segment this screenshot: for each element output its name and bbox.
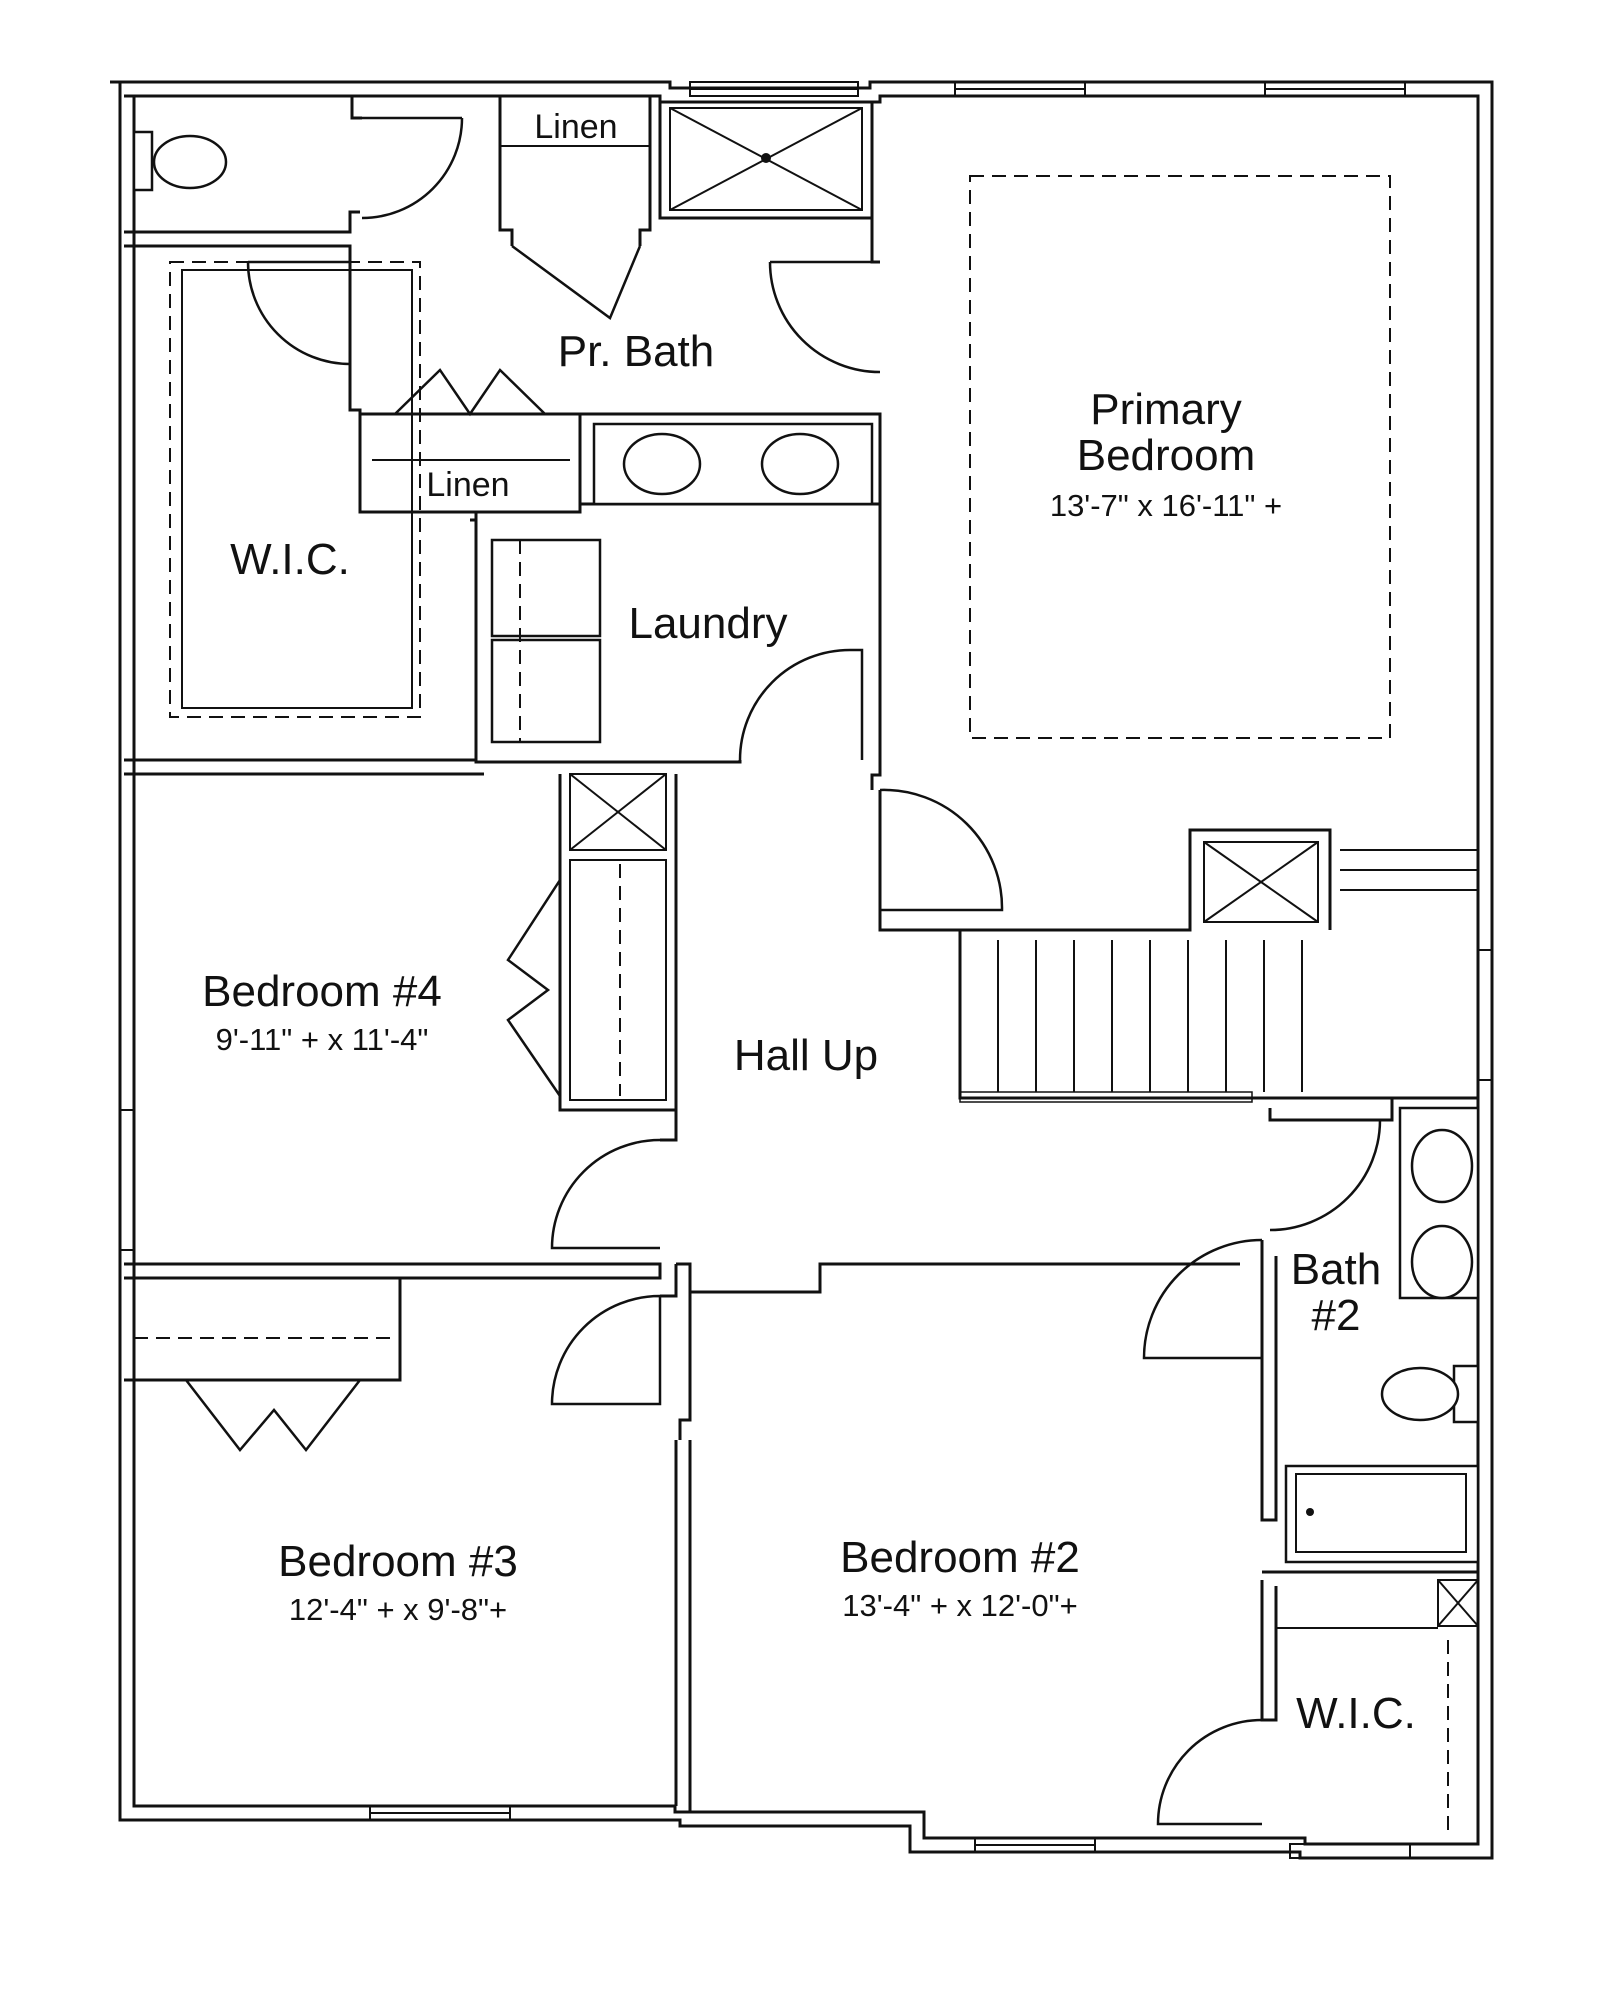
label-linen-top: Linen [534, 108, 617, 146]
bifold-door [185, 1379, 361, 1453]
washer [490, 538, 602, 638]
bathtub [1284, 1464, 1480, 1564]
label-pr-bath: Pr. Bath [558, 327, 715, 376]
linen-top [498, 96, 652, 320]
label-bedroom-2: Bedroom #2 [840, 1533, 1080, 1582]
label-wic-right: W.I.C. [1296, 1689, 1416, 1738]
door-swing [1156, 1718, 1263, 1826]
label-laundry: Laundry [628, 599, 787, 648]
staircase [958, 930, 1478, 1103]
dims-primary-bedroom: 13'-7" x 16'-11" + [1050, 488, 1282, 523]
sink [1410, 1128, 1474, 1204]
label-bath-2-number: #2 [1312, 1291, 1361, 1340]
label-bedroom-4: Bedroom #4 [202, 967, 442, 1016]
toilet-room [124, 96, 464, 262]
door-swing [246, 260, 351, 366]
bedroom-4 [124, 773, 678, 1280]
hall [550, 1262, 1240, 1440]
bifold-door [394, 368, 546, 417]
dryer [490, 638, 602, 744]
door-swing [1269, 1118, 1382, 1232]
wic-left [124, 260, 484, 776]
laundry-room [474, 504, 882, 790]
label-bedroom-3: Bedroom #3 [278, 1537, 518, 1586]
sink [622, 432, 702, 496]
bifold-door [511, 244, 642, 320]
door-swing [550, 1294, 662, 1406]
toilet-tank [132, 130, 154, 192]
label-primary-bedroom-2: Bedroom [1077, 431, 1256, 480]
label-primary-bedroom: Primary [1090, 385, 1242, 434]
primary-bedroom [878, 175, 1478, 932]
toilet-bowl [1380, 1366, 1460, 1422]
room-labels: Linen Pr. Bath Linen W.I.C. Laundry Prim… [202, 108, 1416, 1738]
door-swing [768, 260, 881, 374]
label-bath-2: Bath [1291, 1245, 1382, 1294]
bifold-door [506, 879, 562, 1097]
bath-2 [1142, 1098, 1480, 1574]
door-swing [361, 116, 464, 220]
door-swing [738, 648, 864, 761]
shower-drain [761, 153, 771, 163]
sink [760, 432, 840, 496]
door-swing [879, 788, 1004, 912]
bedroom-2 [1156, 1579, 1479, 1830]
label-hall-up: Hall Up [734, 1031, 878, 1080]
label-linen-mid: Linen [426, 466, 509, 504]
dims-bedroom-2: 13'-4" + x 12'-0"+ [842, 1588, 1077, 1623]
pr-bath [578, 102, 882, 506]
windows [119, 81, 1493, 1859]
toilet-bowl [152, 134, 228, 190]
door-swing [550, 1138, 661, 1250]
dims-bedroom-3: 12'-4" + x 9'-8"+ [289, 1592, 507, 1627]
sink [1410, 1224, 1474, 1300]
dims-bedroom-4: 9'-11" + x 11'-4" [216, 1022, 429, 1057]
door-swing [1142, 1238, 1263, 1360]
bedroom-3 [124, 1278, 692, 1812]
label-wic-left: W.I.C. [230, 535, 350, 584]
